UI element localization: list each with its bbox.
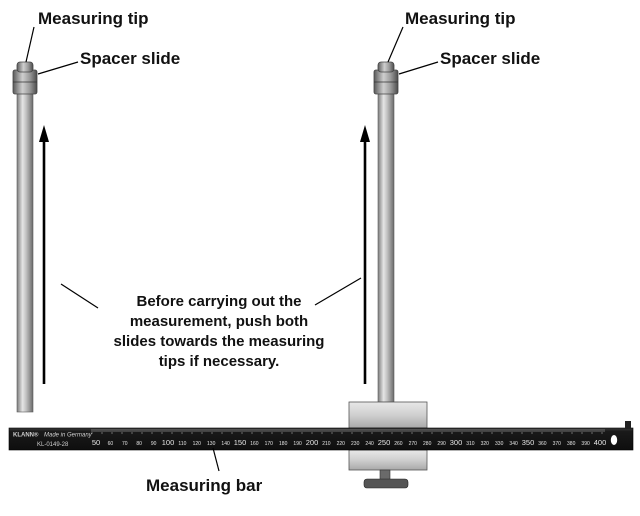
scale-label: 70 [122, 441, 128, 447]
ruler-ticks [91, 429, 605, 434]
scale-label: 190 [293, 441, 302, 447]
scale-label: 140 [221, 441, 230, 447]
instruction-note: Before carrying out the measurement, pus… [88, 292, 350, 372]
left-measuring-tip-label: Measuring tip [38, 9, 149, 28]
leader-lines [25, 26, 439, 472]
scale-label: 220 [337, 441, 346, 447]
scale-label: 130 [207, 441, 216, 447]
right-rod [377, 91, 395, 403]
scale-label: 210 [322, 441, 331, 447]
lock-knob [363, 478, 409, 489]
scale-label: 350 [522, 438, 535, 447]
scale-label: 50 [92, 438, 100, 447]
scale-label: 280 [423, 441, 432, 447]
scale-label: 260 [394, 441, 403, 447]
scale-label: 110 [178, 441, 186, 447]
note-line: slides towards the measuring [113, 333, 325, 350]
scale-label: 390 [581, 441, 590, 447]
scale-label: 120 [193, 441, 202, 447]
scale-label: 240 [365, 441, 374, 447]
right-spacer-slide-label: Spacer slide [440, 49, 541, 68]
scale-label: 340 [509, 441, 518, 447]
scale-label: 180 [279, 441, 288, 447]
left-spacer-slide-label: Spacer slide [80, 49, 181, 68]
left-rod-assembly [12, 61, 38, 413]
scale-label: 80 [136, 441, 142, 447]
bar-brand: KLANN® [13, 432, 39, 439]
bar-end-stop [625, 421, 631, 429]
scale-label: 400 [594, 438, 607, 447]
scale-label: 370 [553, 441, 562, 447]
scale-label: 320 [481, 441, 490, 447]
scale-label: 360 [538, 441, 547, 447]
measuring-bar: KLANN® Made in Germany KL-0149-28 50 60 70… [8, 427, 634, 451]
right-measuring-tip-cap [377, 61, 395, 73]
scale-label: 250 [378, 438, 391, 447]
right-measuring-tip-label: Measuring tip [405, 9, 516, 28]
left-rod [16, 91, 34, 413]
scale-label: 60 [108, 441, 114, 447]
scale-label: 100 [162, 438, 175, 447]
scale-label: 270 [409, 441, 418, 447]
scale-label: 200 [306, 438, 319, 447]
scale-label: 300 [450, 438, 463, 447]
scale-label: 230 [351, 441, 360, 447]
slider-block [348, 401, 428, 489]
note-line: Before carrying out the [136, 293, 302, 310]
scale-label: 330 [495, 441, 504, 447]
bar-hole [610, 435, 618, 445]
scale-label: 380 [567, 441, 576, 447]
scale-label: 170 [265, 441, 274, 447]
push-arrows [39, 125, 370, 384]
scale-label: 150 [234, 438, 247, 447]
left-measuring-tip-cap [16, 61, 34, 73]
scale-label: 160 [250, 441, 259, 447]
scale-label: 290 [437, 441, 446, 447]
right-rod-assembly [373, 61, 399, 403]
scale-label: 90 [151, 441, 157, 447]
scale-label: 310 [466, 441, 475, 447]
measuring-bar-label: Measuring bar [146, 476, 263, 495]
bar-part-number: KL-0149-28 [37, 442, 69, 448]
note-line: tips if necessary. [158, 353, 280, 370]
note-line: measurement, push both [129, 313, 309, 330]
bar-made-in: Made in Germany [44, 433, 93, 439]
